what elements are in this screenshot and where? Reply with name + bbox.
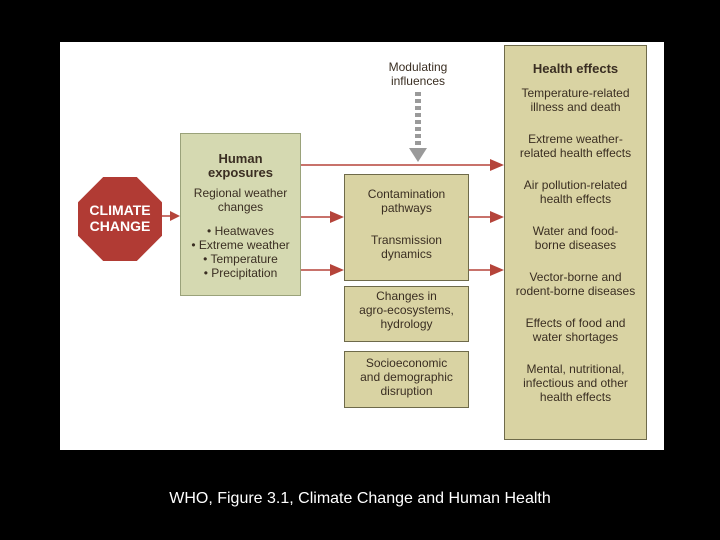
health-effect-item: Effects of food and water shortages	[525, 316, 626, 344]
human-exposures-box: Human exposures Regional weather changes…	[180, 133, 301, 296]
health-effect-item: Air pollution-related health effects	[523, 178, 628, 206]
climate-change-line2: CHANGE	[89, 218, 151, 234]
exposure-bullet: • Extreme weather	[191, 238, 290, 252]
health-effects-box: Health effects Temperature-related illne…	[504, 45, 647, 440]
health-effect-item: Water and food- borne diseases	[532, 224, 619, 252]
health-effect-item: Vector-borne and rodent-borne diseases	[515, 270, 636, 298]
transmission-dynamics: Transmission dynamics	[371, 233, 442, 261]
exposure-bullet: • Precipitation	[203, 266, 278, 280]
contamination-pathways: Contamination pathways	[367, 187, 446, 215]
health-effects-title: Health effects	[532, 61, 619, 76]
modulating-arrowhead	[409, 148, 427, 162]
health-effect-item: Temperature-related illness and death	[521, 86, 630, 114]
modulating-influences-label: Modulating influences	[388, 60, 448, 88]
agro-ecosystems-box: Changes in agro-ecosystems, hydrology	[344, 286, 469, 342]
climate-change-line1: CLIMATE	[89, 202, 151, 218]
regional-weather-label: Regional weather	[193, 186, 288, 200]
exposure-bullet: • Temperature	[203, 252, 278, 266]
socioeconomic-box: Socioeconomic and demographic disruption	[344, 351, 469, 408]
climate-change-sign: CLIMATE CHANGE	[78, 177, 162, 261]
figure-caption: WHO, Figure 3.1, Climate Change and Huma…	[169, 490, 551, 507]
health-effect-item: Mental, nutritional, infectious and othe…	[523, 362, 628, 404]
exposure-bullet: • Heatwaves	[207, 224, 274, 238]
health-effect-item: Extreme weather- related health effects	[519, 132, 632, 160]
contamination-transmission-box: Contamination pathways Transmission dyna…	[344, 174, 469, 281]
human-exposures-title: Human	[218, 151, 263, 166]
